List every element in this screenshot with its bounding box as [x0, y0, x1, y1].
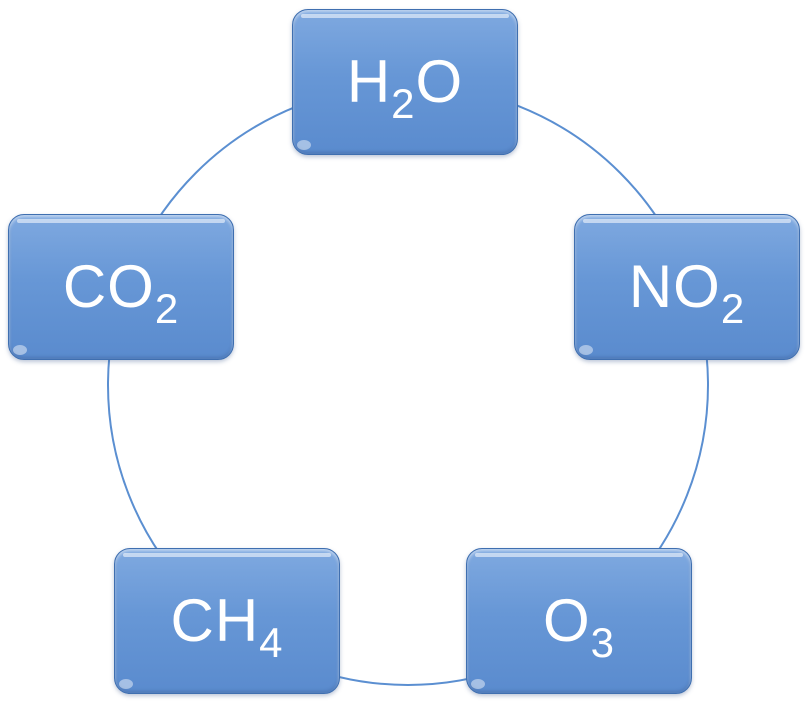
node-o3: O3 [466, 548, 692, 694]
node-co2: CO2 [8, 214, 234, 360]
formula-ch4: CH4 [170, 587, 284, 666]
node-no2: NO2 [574, 214, 800, 360]
node-ch4: CH4 [114, 548, 340, 694]
formula-no2: NO2 [628, 253, 746, 332]
formula-co2: CO2 [62, 253, 180, 332]
formula-o3: O3 [542, 587, 616, 666]
node-h2o: H2O [292, 9, 518, 155]
formula-h2o: H2O [346, 48, 464, 127]
